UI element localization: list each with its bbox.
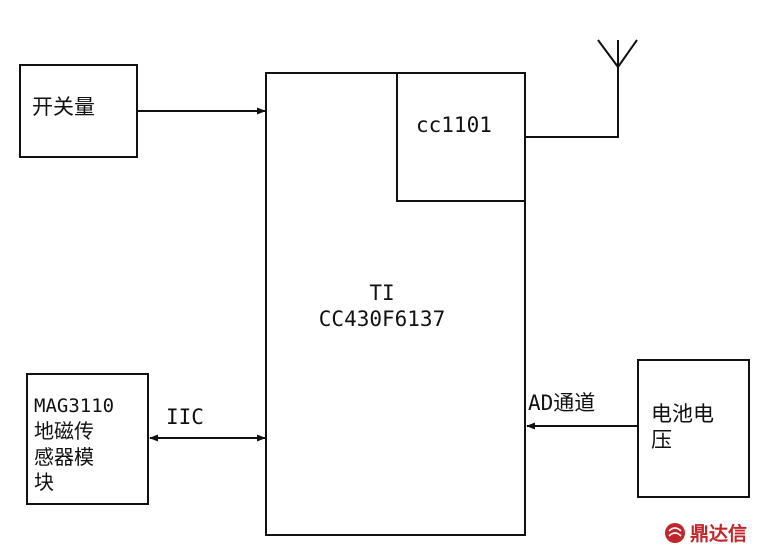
battery-block-border	[637, 359, 750, 498]
antenna-icon	[525, 39, 638, 138]
sensor-block: MAG3110 地磁传 感器模 块	[26, 373, 149, 505]
switch-block-label: 开关量	[32, 95, 95, 119]
antenna-feed-line	[525, 67, 619, 138]
iic-label: IIC	[166, 405, 204, 429]
battery-label-line1: 电池电	[651, 402, 714, 426]
radio-block-label: cc1101	[416, 113, 492, 137]
ad-channel-label: AD通道	[528, 391, 595, 415]
sensor-desc-line2: 感器模	[34, 445, 94, 469]
switch-block: 开关量	[19, 64, 138, 158]
battery-block: 电池电 压	[637, 359, 750, 498]
sensor-block-border	[26, 373, 149, 505]
battery-label-line2: 压	[651, 428, 672, 452]
radio-block: cc1101	[396, 72, 526, 202]
mcu-model-label: CC430F6137	[319, 307, 445, 331]
watermark-text: 鼎达信	[690, 522, 747, 545]
radio-block-border	[396, 72, 526, 202]
sensor-desc-line1: 地磁传	[34, 419, 94, 443]
watermark-logo-mark	[668, 527, 682, 537]
sensor-desc-line3: 块	[34, 470, 54, 494]
mcu-block: TI CC430F6137	[265, 72, 526, 536]
mcu-vendor-label: TI	[369, 281, 394, 305]
watermark: 鼎达信	[665, 522, 747, 545]
sensor-model-label: MAG3110	[34, 395, 114, 417]
mcu-block-border	[265, 72, 526, 536]
